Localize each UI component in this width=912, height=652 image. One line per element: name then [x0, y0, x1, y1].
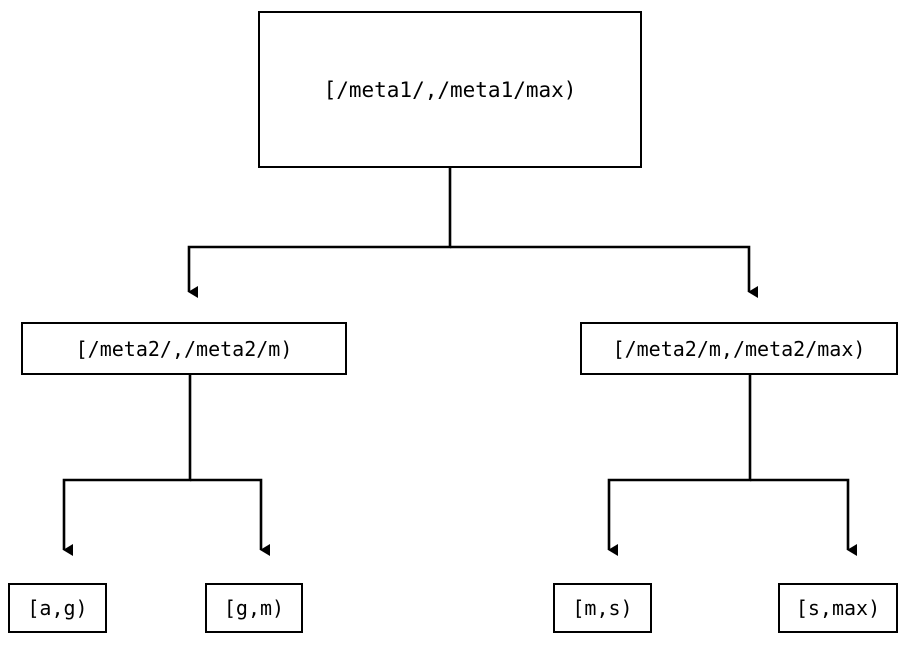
tree-node-root[interactable]: [/meta1/,/meta1/max) [258, 11, 642, 168]
tree-node-leaf-smax[interactable]: [s,max) [778, 583, 898, 633]
tree-node-leaf-ms[interactable]: [m,s) [553, 583, 652, 633]
tree-node-leaf-smax-label: [s,max) [795, 596, 881, 620]
edge-meta2-high-to-leaf-ms [607, 375, 752, 556]
tree-node-leaf-ms-label: [m,s) [572, 596, 633, 620]
edge-meta2-high-to-leaf-smax [750, 478, 857, 556]
tree-node-leaf-ag-label: [a,g) [27, 596, 88, 620]
tree-node-meta2-high-label: [/meta2/m,/meta2/max) [612, 336, 866, 361]
tree-node-root-label: [/meta1/,/meta1/max) [323, 77, 577, 102]
tree-node-leaf-gm-label: [g,m) [223, 596, 285, 620]
tree-node-meta2-low[interactable]: [/meta2/,/meta2/m) [21, 322, 347, 375]
tree-node-meta2-low-label: [/meta2/,/meta2/m) [75, 336, 293, 361]
edge-meta2-low-to-leaf-gm [190, 478, 270, 556]
edge-root-to-meta2-high [450, 245, 758, 298]
tree-node-leaf-gm[interactable]: [g,m) [205, 583, 303, 633]
edge-root-to-meta2-low [187, 168, 452, 298]
tree-node-leaf-ag[interactable]: [a,g) [8, 583, 107, 633]
edge-meta2-low-to-leaf-ag [62, 375, 192, 556]
tree-node-meta2-high[interactable]: [/meta2/m,/meta2/max) [580, 322, 898, 375]
